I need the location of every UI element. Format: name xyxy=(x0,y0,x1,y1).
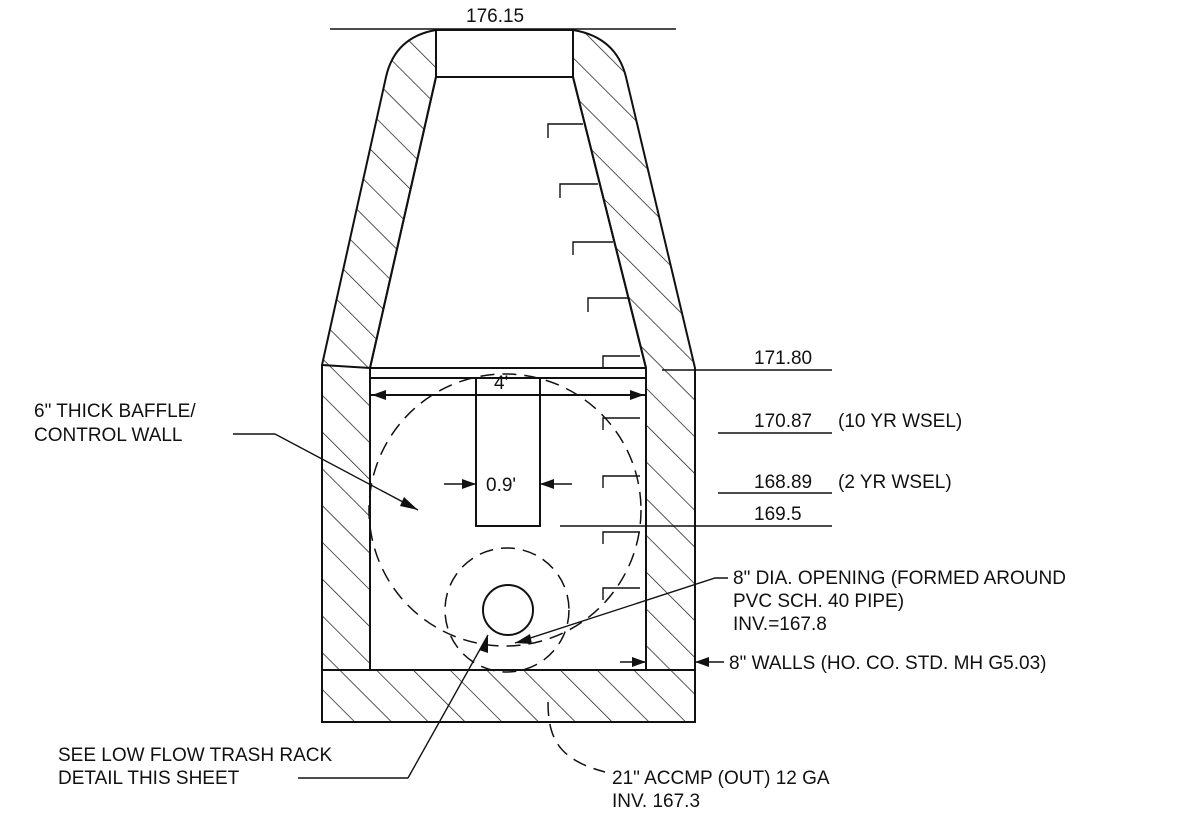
ladder-rungs xyxy=(547,123,640,600)
elevation-lines xyxy=(330,28,832,527)
cone-right-wall xyxy=(572,28,696,671)
dashed-outlines xyxy=(368,373,642,773)
bottom-slab xyxy=(321,669,696,723)
structure-walls xyxy=(321,28,696,723)
elev-2yr-note: (2 YR WSEL) xyxy=(838,472,952,493)
trash-rack-note-line1: SEE LOW FLOW TRASH RACK xyxy=(58,745,332,766)
outlet-pipe-outline xyxy=(368,373,642,647)
elev-top-label: 176.15 xyxy=(466,6,524,27)
trash-rack-outline xyxy=(444,547,570,673)
outlet-note-line2: INV. 167.3 xyxy=(612,791,700,812)
trash-rack-note-line2: DETAIL THIS SHEET xyxy=(58,768,240,789)
outlet-leader-dashed xyxy=(547,701,606,773)
baffle-wall xyxy=(370,377,646,527)
leaders xyxy=(233,433,728,779)
cone-inner-right xyxy=(572,76,647,369)
interior-box xyxy=(369,367,647,671)
opening-note-line1: 8" DIA. OPENING (FORMED AROUND xyxy=(733,568,1066,589)
baffle-note-line2: CONTROL WALL xyxy=(34,425,183,446)
cone-left-wall xyxy=(321,28,437,671)
dimension-4ft xyxy=(372,390,644,400)
box-top-line xyxy=(321,364,371,369)
dimension-slot xyxy=(444,479,572,489)
elev-box-top-label: 171.80 xyxy=(754,348,812,369)
dim-slot-label: 0.9' xyxy=(486,475,516,496)
low-flow-opening xyxy=(482,584,534,636)
walls-note: 8" WALLS (HO. CO. STD. MH G5.03) xyxy=(729,653,1047,674)
outlet-note-line1: 21" ACCMP (OUT) 12 GA xyxy=(612,768,830,789)
elev-2yr-label: 168.89 xyxy=(754,472,812,493)
elev-weir-label: 169.5 xyxy=(754,504,802,525)
dim-width-label: 4' xyxy=(494,373,508,394)
cone-inner-left xyxy=(369,76,437,369)
labels: 176.15 171.80 170.87 (10 YR WSEL) 168.89… xyxy=(34,6,1066,812)
baffle-note-line1: 6" THICK BAFFLE/ xyxy=(34,401,196,422)
opening-note-line3: INV.=167.8 xyxy=(733,614,827,635)
elev-10yr-label: 170.87 xyxy=(754,411,812,432)
elev-10yr-note: (10 YR WSEL) xyxy=(838,411,962,432)
opening-note-line2: PVC SCH. 40 PIPE) xyxy=(733,591,904,612)
